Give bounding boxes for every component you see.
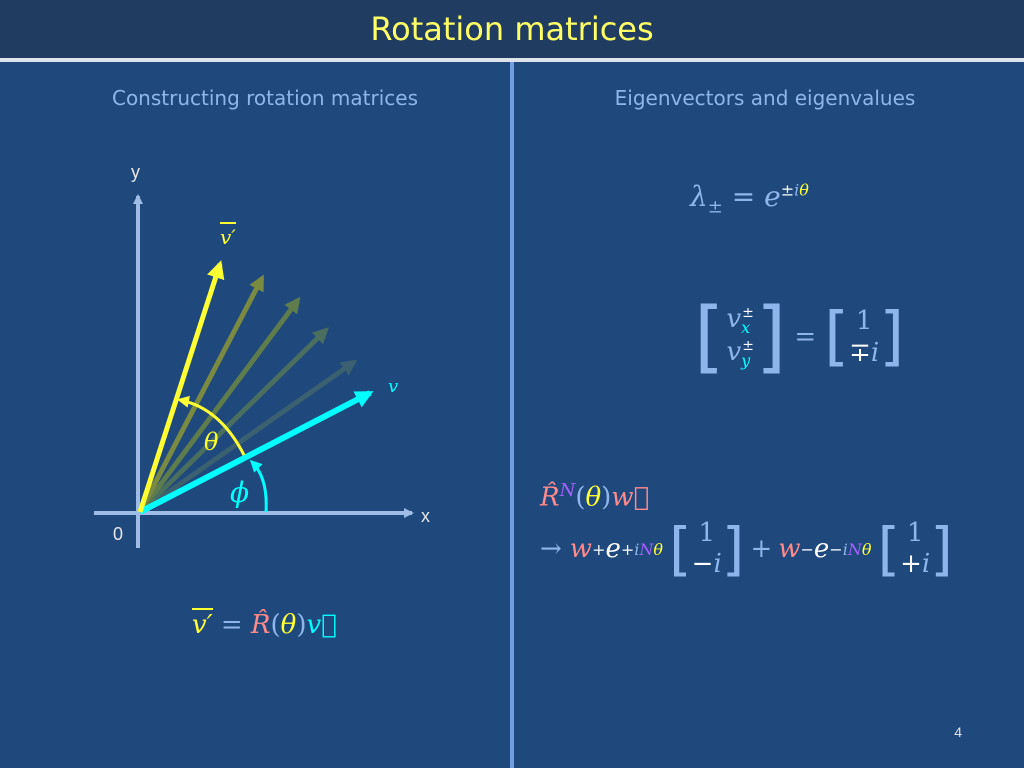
intermediate-vector-4 [138, 359, 358, 515]
eigenvector-equation: [ vx± vy± ] = [ 1 ∓i ] [694, 292, 905, 382]
y-axis-label: y [131, 162, 140, 182]
x-axis-label: x [421, 506, 430, 526]
v-label: v [388, 376, 399, 397]
left-heading: Constructing rotation matrices [111, 86, 419, 110]
theta-arc [177, 395, 246, 456]
origin-label: 0 [113, 524, 124, 544]
slide-number: 4 [954, 724, 962, 740]
v-prime-label: v′ [220, 222, 236, 249]
right-heading: Eigenvectors and eigenvalues [614, 86, 916, 110]
intermediate-vector-1 [137, 274, 265, 514]
eigen-decomposition-expression: → w+ e+iNθ [ 1 −i ] + w− e−iNθ [ 1 +i ] [540, 515, 953, 584]
rotation-equation: v′ = R̂(θ)v⃗ [192, 608, 337, 640]
vector-v [138, 390, 374, 515]
phi-arc [249, 459, 268, 513]
phi-label: ϕ [230, 476, 250, 509]
title-rule [0, 58, 1024, 62]
intermediate-vector-2 [137, 296, 301, 514]
eigenvalue-equation: λ± = e±iθ [690, 180, 809, 218]
slide-title: Rotation matrices [370, 10, 654, 48]
vector-v-prime [137, 260, 225, 513]
intermediate-vector-3 [138, 327, 329, 514]
theta-label: θ [204, 428, 219, 456]
right-arrow-icon: → [540, 534, 562, 565]
column-divider [510, 62, 514, 768]
power-operator-expression: R̂N(θ)w⃗ [540, 480, 650, 513]
title-bar: Rotation matrices [0, 0, 1024, 58]
